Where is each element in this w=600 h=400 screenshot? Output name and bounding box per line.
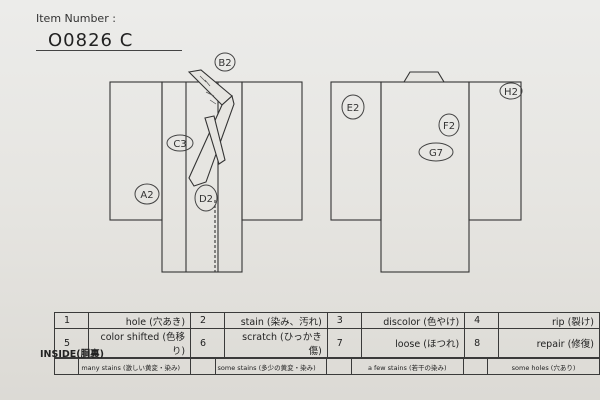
- mark-h2: H2: [499, 82, 523, 100]
- svg-text:C3: C3: [173, 139, 186, 150]
- back-right-sleeve: [468, 81, 522, 221]
- legend-row: 5 color shifted (色移り) 6 scratch (ひっかき傷) …: [53, 328, 600, 358]
- svg-text:A2: A2: [140, 190, 153, 201]
- item-number-label: Item Number :: [36, 12, 116, 25]
- mark-g7: G7: [418, 142, 454, 162]
- inside-checkbox[interactable]: [326, 358, 352, 375]
- front-right-sleeve: [241, 81, 303, 221]
- svg-text:G7: G7: [429, 148, 443, 159]
- svg-text:F2: F2: [443, 121, 455, 132]
- legend-row: 1 hole (穴あき) 2 stain (染み、汚れ) 3 discolor …: [53, 312, 600, 329]
- inside-checkbox[interactable]: [462, 358, 489, 375]
- legend-label: loose (ほつれ): [360, 328, 466, 358]
- item-number-value: O0826 C: [48, 30, 134, 51]
- back-body: [380, 81, 470, 273]
- mark-f2: F2: [438, 113, 460, 137]
- legend-label: color shifted (色移り): [88, 328, 192, 358]
- mark-a2: A2: [134, 183, 160, 205]
- svg-text:E2: E2: [347, 103, 360, 114]
- mark-c3: C3: [166, 134, 194, 152]
- mark-e2: E2: [341, 94, 365, 120]
- legend-number: 6: [190, 328, 226, 358]
- item-number-underline: [36, 50, 182, 51]
- legend-label: rip (裂け): [498, 312, 600, 329]
- legend-number: 4: [464, 312, 500, 329]
- svg-text:H2: H2: [504, 87, 518, 98]
- inside-option-label: some holes (穴あり): [487, 358, 600, 375]
- inside-option-label: some stains (多少の黄変・染み): [214, 358, 328, 375]
- mark-b2: B2: [214, 52, 236, 72]
- legend-label: discolor (色やけ): [360, 312, 466, 329]
- front-left-sleeve: [109, 81, 163, 221]
- back-collar: [403, 71, 445, 83]
- inside-section-title: INSIDE(胴裏): [40, 349, 104, 360]
- front-collar: [187, 69, 235, 187]
- legend-number: 3: [326, 312, 363, 329]
- inside-checkbox[interactable]: [53, 358, 80, 375]
- legend-number: 2: [190, 312, 226, 329]
- inside-option-label: a few stains (若干の染み): [350, 358, 464, 375]
- legend-number: 5: [53, 328, 90, 358]
- inside-row: many stains (激しい黄変・染み) some stains (多少の黄…: [53, 358, 600, 375]
- kimono-front-diagram: [109, 69, 303, 273]
- svg-text:D2: D2: [199, 194, 213, 205]
- legend-label: stain (染み、汚れ): [224, 312, 328, 329]
- legend-label: hole (穴あき): [88, 312, 192, 329]
- kimono-back-diagram: [330, 71, 522, 273]
- svg-text:B2: B2: [218, 58, 231, 69]
- legend-number: 8: [464, 328, 500, 358]
- legend-number: 7: [326, 328, 363, 358]
- legend-label: repair (修復): [498, 328, 600, 358]
- defect-legend-table: 1 hole (穴あき) 2 stain (染み、汚れ) 3 discolor …: [53, 312, 600, 358]
- inside-checkbox[interactable]: [190, 358, 216, 375]
- legend-number: 1: [53, 312, 90, 329]
- inside-option-label: many stains (激しい黄変・染み): [78, 358, 192, 375]
- mark-d2: D2: [194, 184, 218, 212]
- legend-label: scratch (ひっかき傷): [224, 328, 328, 358]
- inside-lining-table: many stains (激しい黄変・染み) some stains (多少の黄…: [53, 358, 600, 375]
